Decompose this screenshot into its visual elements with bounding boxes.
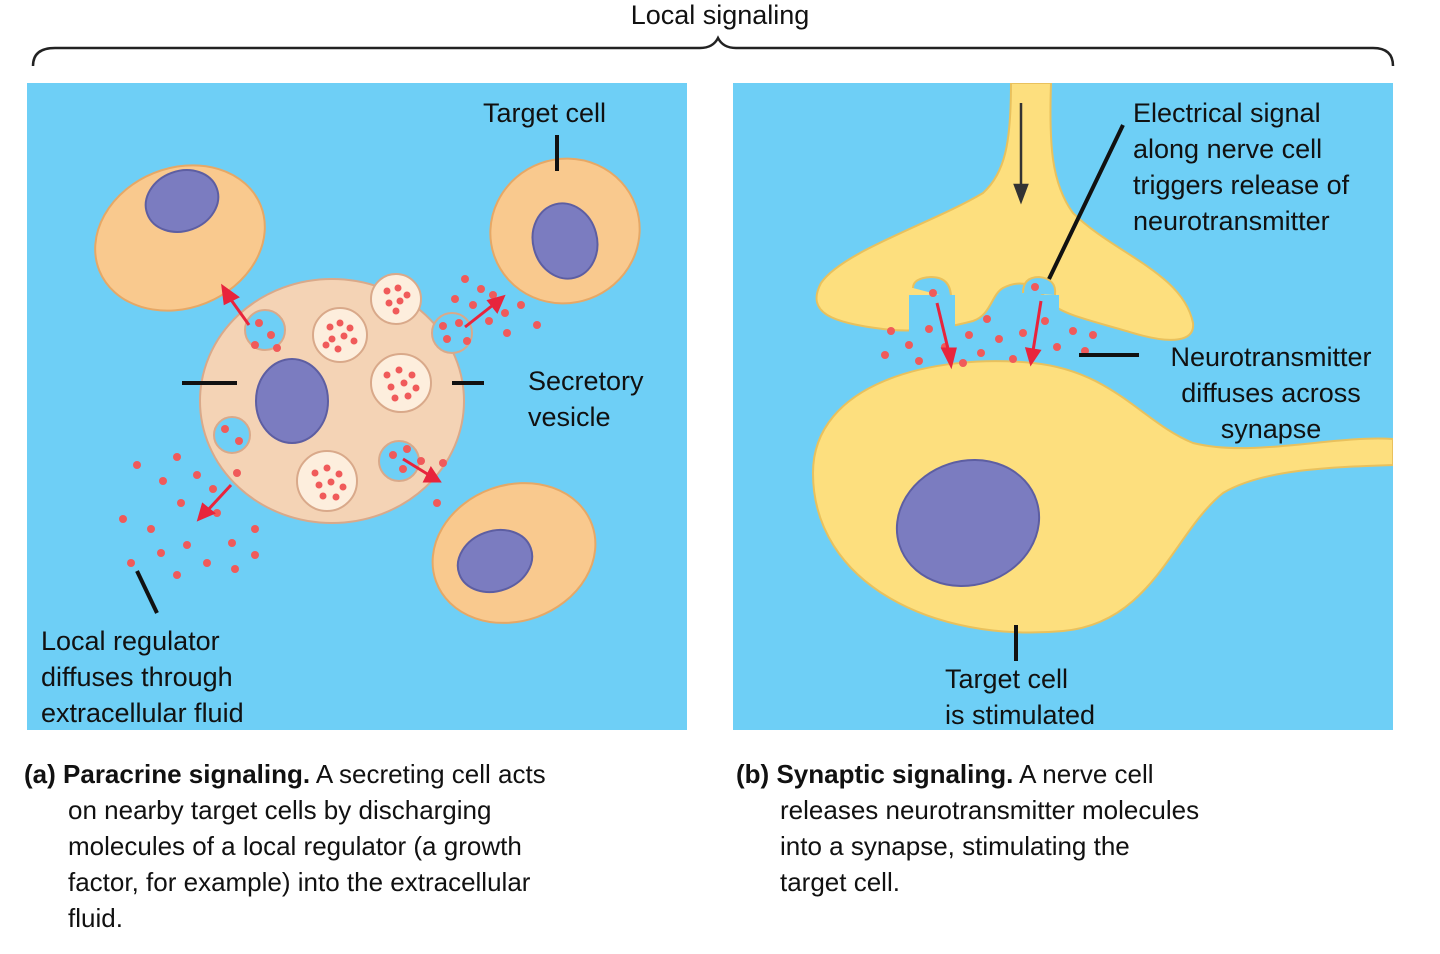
top-brace — [31, 35, 1395, 67]
label-secretory-vesicle: Secretory vesicle — [528, 366, 644, 432]
signal-arrows — [935, 300, 1043, 370]
pointer-lines — [1014, 124, 1139, 661]
target-cell-bottom-right — [431, 482, 597, 624]
secretory-vesicles — [296, 273, 432, 512]
caption-paracrine: (a) Paracrine signaling. A secreting cel… — [24, 759, 546, 933]
label-target-cell-stimulated: Target cell is stimulated — [945, 664, 1096, 730]
electrical-signal-arrow — [1013, 103, 1029, 205]
secreting-cell — [199, 273, 473, 524]
label-target-cell: Target cell — [483, 98, 607, 128]
pointer-lines — [135, 135, 559, 614]
caption-synaptic: (b) Synaptic signaling. A nerve cell rel… — [736, 759, 1200, 897]
diagram-title: Local signaling — [630, 0, 810, 30]
label-local-regulator: Local regulator diffuses through extrace… — [41, 626, 244, 728]
target-cell-top-right — [489, 157, 641, 305]
label-neurotransmitter: Neurotransmitter diffuses across synapse — [1170, 342, 1372, 444]
diffusion-arrows — [196, 283, 506, 522]
target-nerve-cell — [811, 360, 1393, 634]
panel-synaptic: Electrical signal along nerve cell trigg… — [733, 83, 1393, 730]
label-electrical-signal: Electrical signal along nerve cell trigg… — [1133, 98, 1350, 236]
panel-paracrine: Target cell Secretory vesicle Local regu… — [27, 83, 687, 730]
target-cell-top-left — [94, 164, 266, 312]
neurotransmitter-molecules — [881, 283, 1097, 367]
